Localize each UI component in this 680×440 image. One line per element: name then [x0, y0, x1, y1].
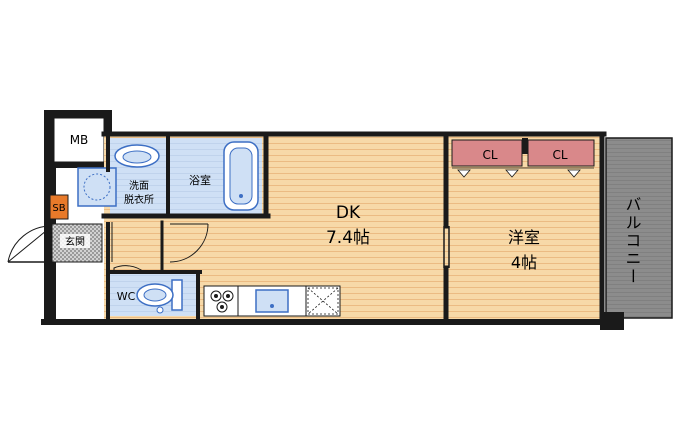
toilet-seat — [143, 288, 167, 302]
washroom-label-2: 脱衣所 — [124, 193, 154, 206]
balcony-corner — [600, 312, 624, 330]
closet-right-label: CL — [552, 148, 567, 162]
interior-doors — [111, 222, 450, 273]
closet-left — [451, 139, 523, 167]
bathtub-inner — [229, 147, 253, 205]
washer-drum — [83, 173, 111, 201]
washroom-label-1: 洗面 — [129, 180, 149, 192]
bath-label: 浴室 — [189, 173, 211, 187]
mb-label: MB — [70, 133, 89, 147]
closet-right — [527, 139, 595, 167]
outer-walls — [41, 131, 607, 325]
entrance-label-bg — [60, 234, 90, 248]
closet-left-label: CL — [482, 148, 497, 162]
wc-tap — [156, 306, 164, 314]
mb-room — [53, 117, 105, 163]
entrance-label: 玄関 — [65, 235, 85, 248]
sb-box — [49, 194, 69, 220]
interior-walls — [101, 133, 449, 325]
kitchen-sink-drain — [270, 304, 274, 308]
stove-icon — [210, 290, 234, 313]
western-room-label: 洋室 — [508, 228, 540, 247]
closet-door-marks — [452, 167, 594, 178]
bathtub-drain — [239, 194, 243, 198]
entrance-door-swing — [7, 225, 53, 263]
balcony-floor — [605, 137, 673, 319]
kitchen-sink — [255, 289, 289, 313]
balcony-label: バルコニー — [623, 196, 642, 286]
dk-label: DK — [336, 203, 361, 223]
closet-divider — [522, 138, 528, 154]
wc-label: WC — [117, 290, 136, 303]
fridge-space-icon — [307, 287, 339, 315]
sb-label: SB — [52, 203, 65, 214]
dk-size-label: 7.4帖 — [326, 228, 370, 248]
washroom-sink-basin — [122, 150, 152, 164]
western-room-size-label: 4帖 — [511, 253, 537, 272]
